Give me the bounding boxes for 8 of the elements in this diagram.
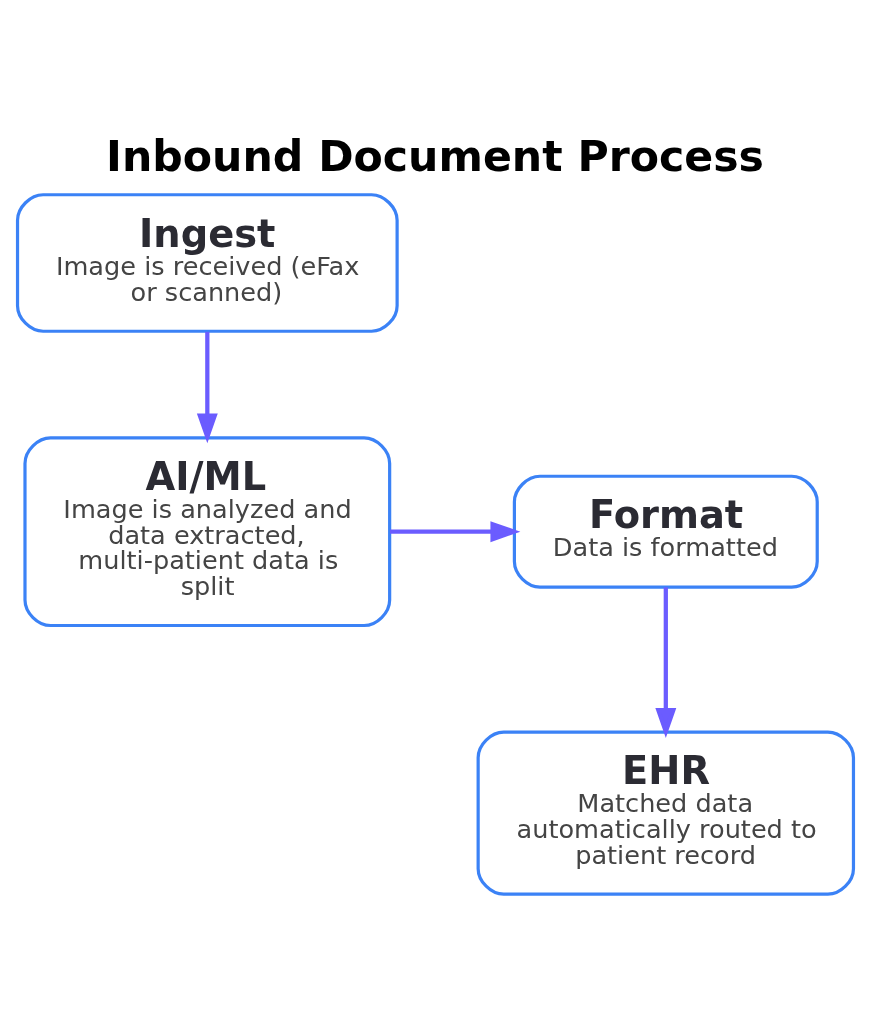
node-box: Ingest Image is received (eFax or scanned) — [15, 192, 399, 333]
arrow — [389, 520, 520, 542]
node-box: Format Data is formatted — [512, 474, 819, 589]
node-box: AI/ML Image is analyzed and data extracted, multi-patient data is split — [22, 435, 391, 627]
diagram-title: Inbound Document Process — [105, 130, 764, 181]
arrow — [654, 586, 676, 738]
arrow — [196, 331, 218, 443]
node-box: EHR Matched data automatically routed to patient record — [476, 730, 855, 896]
